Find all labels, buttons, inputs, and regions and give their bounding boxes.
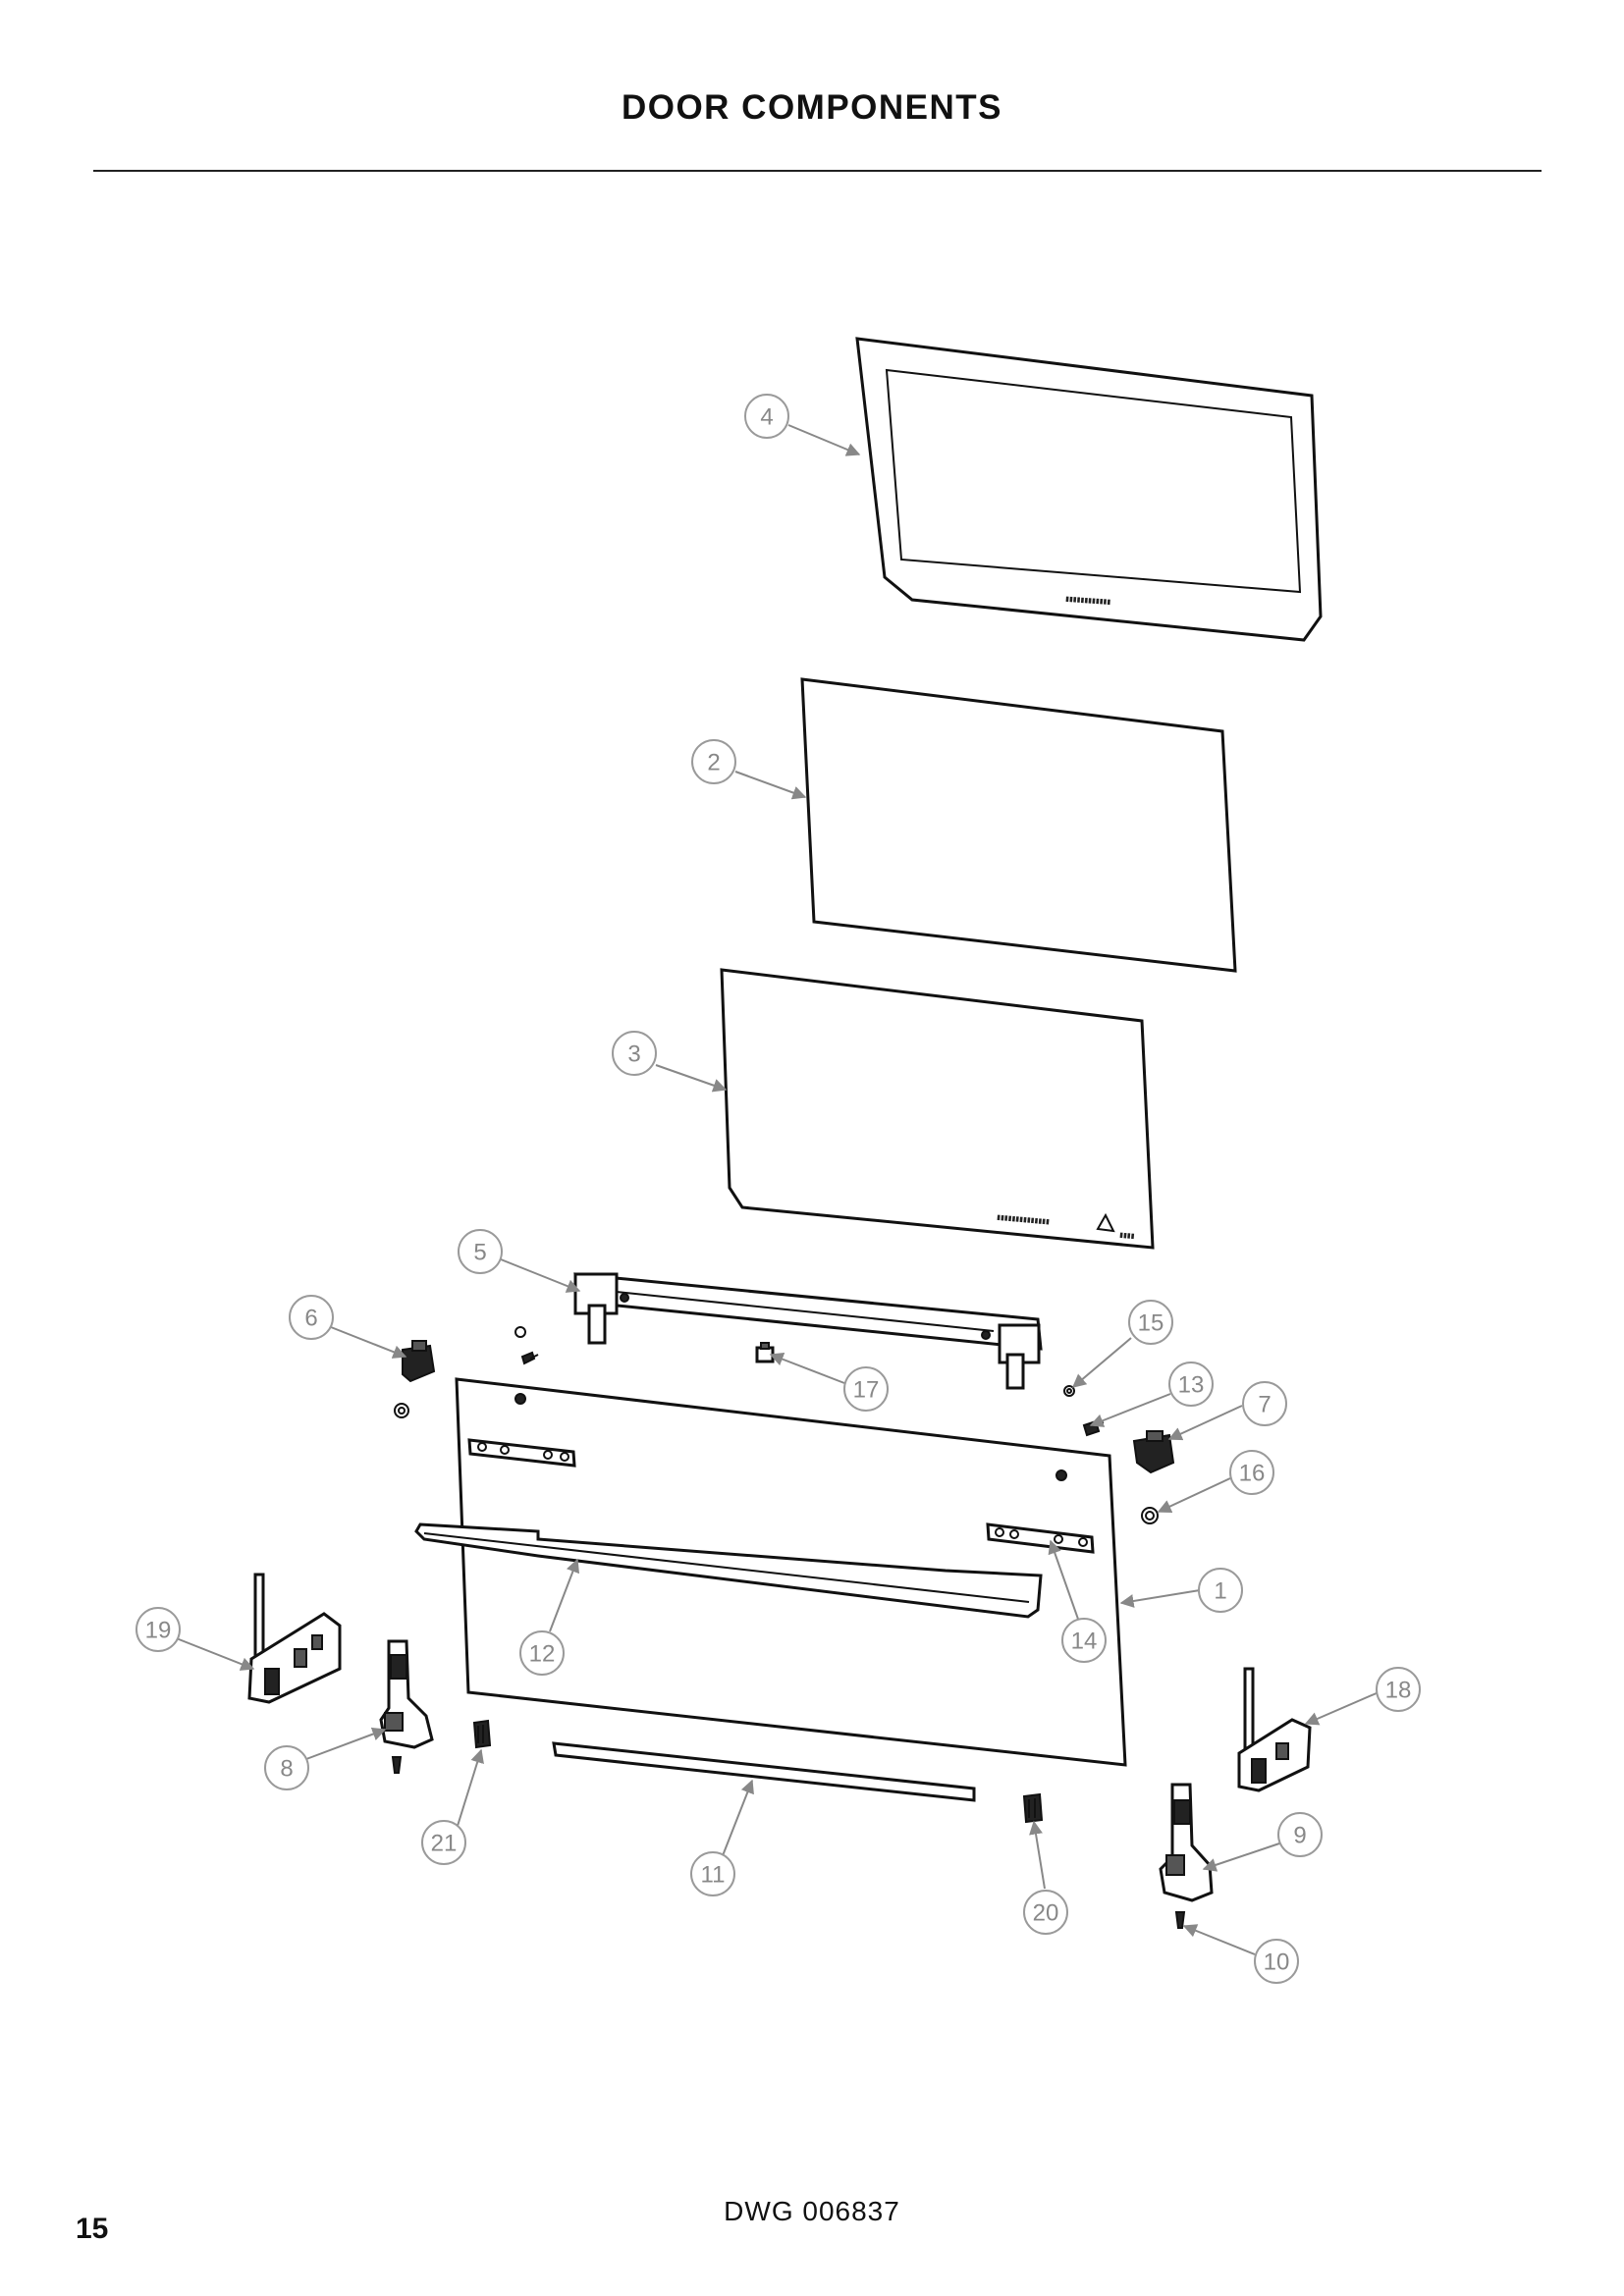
svg-text:6: 6 [304,1306,317,1332]
part-17-clip [755,1342,775,1363]
callout-5: 5 [458,1229,503,1274]
callout-14: 14 [1061,1618,1107,1663]
svg-text:13: 13 [1178,1372,1205,1399]
svg-text:10: 10 [1264,1949,1290,1976]
part-10-screw [1174,1911,1186,1929]
callout-3: 3 [612,1031,657,1076]
callout-18: 18 [1376,1667,1421,1712]
callout-12: 12 [519,1630,565,1676]
svg-text:15: 15 [1138,1310,1164,1337]
callout-10: 10 [1254,1939,1299,1984]
callout-11: 11 [690,1851,735,1896]
part-18-hinge [1237,1667,1312,1792]
part-11-bottom-strip [552,1741,976,1802]
callout-19: 19 [135,1607,181,1652]
part-19-hinge [247,1573,342,1704]
svg-text:20: 20 [1033,1900,1059,1927]
leader-lines [173,424,1380,1955]
title-divider [93,170,1542,172]
callout-16: 16 [1229,1450,1274,1495]
svg-text:17: 17 [853,1377,880,1404]
page-title: DOOR COMPONENTS [621,88,1003,127]
callout-7: 7 [1242,1381,1287,1426]
svg-text:21: 21 [431,1831,458,1857]
callout-21: 21 [421,1820,466,1865]
svg-text:5: 5 [473,1240,486,1266]
svg-text:12: 12 [529,1641,556,1668]
part-5-top-rail [573,1272,1043,1390]
svg-text:▮▮▮▮: ▮▮▮▮ [1119,1232,1135,1240]
part-16-bushing [1141,1507,1159,1524]
part-21-clip [472,1719,492,1749]
svg-text:18: 18 [1385,1678,1412,1704]
svg-text:2: 2 [707,750,720,776]
svg-text:▮▮▮▮▮▮▮▮▮▮▮▮: ▮▮▮▮▮▮▮▮▮▮▮▮ [1065,596,1111,606]
callout-6: 6 [289,1295,334,1340]
svg-text:3: 3 [627,1041,640,1068]
svg-text:7: 7 [1258,1392,1271,1418]
callout-8: 8 [264,1745,309,1790]
part-7-bracket [1132,1430,1175,1474]
svg-text:11: 11 [701,1862,726,1889]
svg-text:8: 8 [280,1756,293,1783]
part-14-hinge-plates [467,1438,1095,1554]
svg-text:14: 14 [1071,1629,1098,1655]
part-8-hinge-receiver [379,1639,434,1774]
callout-9: 9 [1277,1812,1323,1857]
callout-2: 2 [691,739,736,784]
svg-text:1: 1 [1214,1578,1226,1605]
callout-15: 15 [1128,1300,1173,1345]
screws-left [514,1326,539,1365]
callout-4: 4 [744,394,789,439]
svg-text:4: 4 [760,404,773,431]
part-12-handle [414,1522,1043,1619]
callout-13: 13 [1168,1362,1214,1407]
part-15-nut [1063,1385,1075,1397]
part-6-bracket [394,1340,436,1418]
part-9-hinge-receiver [1159,1783,1214,1902]
svg-text:9: 9 [1293,1823,1306,1849]
callout-17: 17 [843,1366,889,1412]
part-20-clip [1022,1792,1044,1824]
part-3-inner-glass: ▮▮▮▮▮▮▮▮▮▮▮▮▮▮ ▮▮▮▮ [720,968,1155,1250]
part-4-outer-glass: ▮▮▮▮▮▮▮▮▮▮▮▮ [855,337,1323,642]
svg-text:16: 16 [1239,1461,1266,1487]
callout-20: 20 [1023,1890,1068,1935]
svg-text:▮▮▮▮▮▮▮▮▮▮▮▮▮▮: ▮▮▮▮▮▮▮▮▮▮▮▮▮▮ [997,1214,1050,1226]
part-2-glass-panel [800,677,1237,973]
drawing-number: DWG 006837 [724,2196,900,2226]
svg-text:19: 19 [145,1618,172,1644]
page-number: 15 [76,2213,109,2245]
callout-1: 1 [1198,1568,1243,1613]
